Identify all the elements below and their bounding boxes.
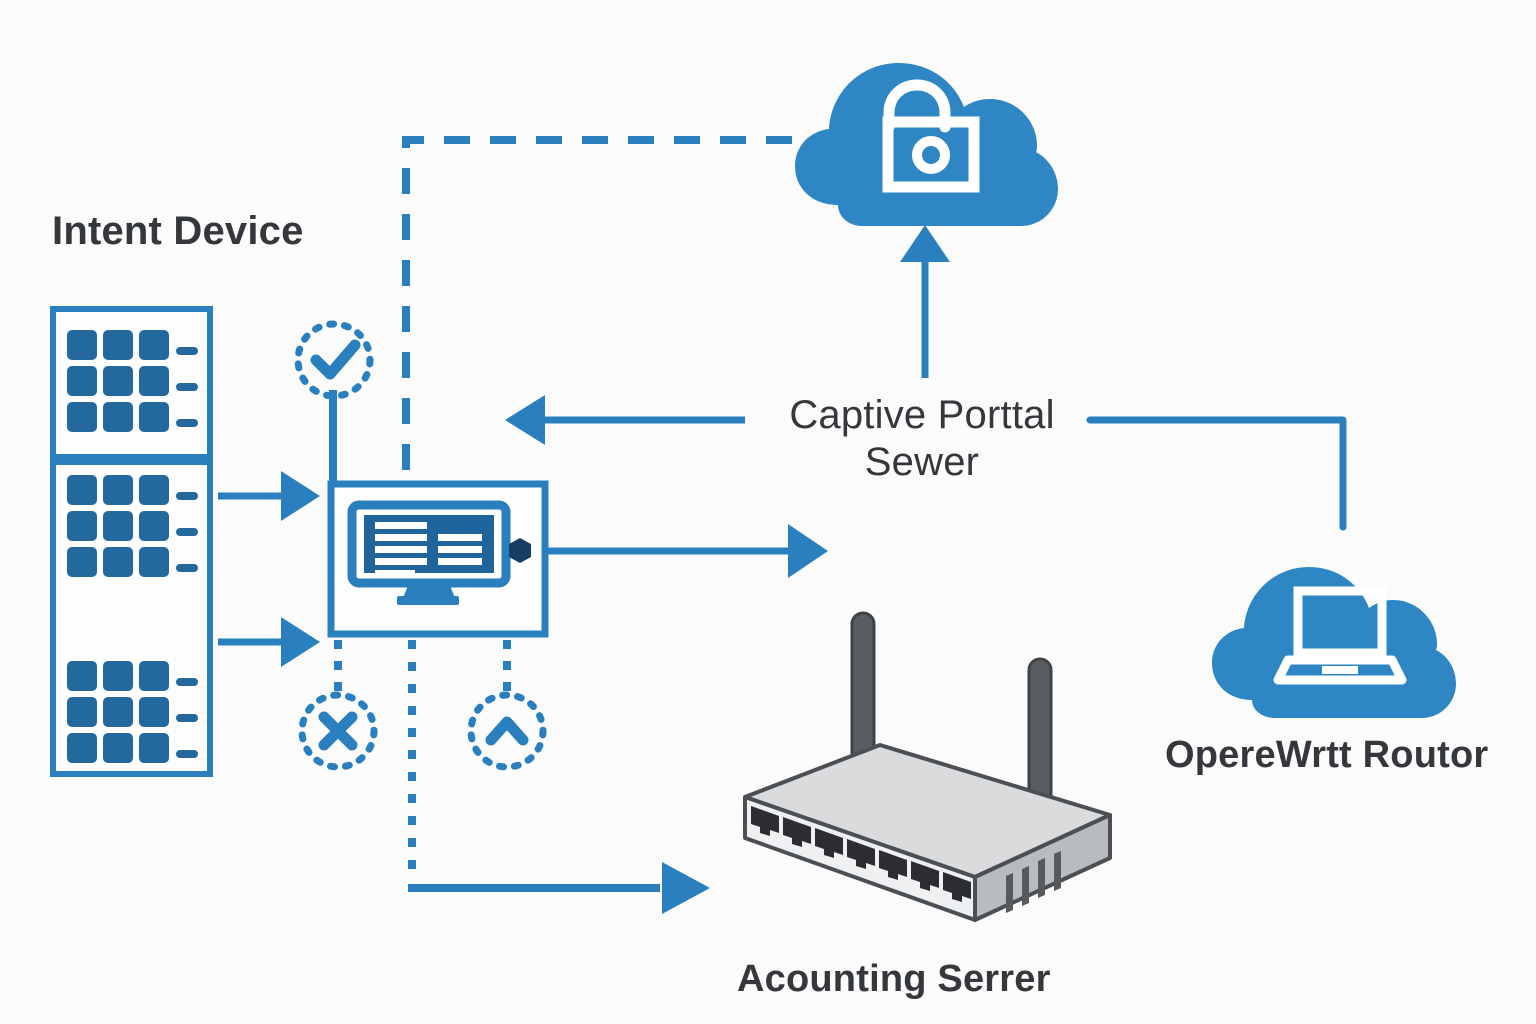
label-intent-device: Intent Device — [52, 209, 304, 253]
chevron-up-circle-icon[interactable] — [467, 691, 547, 771]
server-rack-icon[interactable] — [50, 306, 213, 777]
rack-panel-3 — [67, 661, 198, 763]
cloud-laptop-icon[interactable] — [1212, 567, 1456, 718]
label-captive-portal-line1: Captive Porttal — [789, 393, 1055, 437]
port-hexagon-node — [509, 538, 531, 563]
check-circle-icon[interactable] — [294, 320, 374, 400]
connector-controller-to-accounting-bottom — [408, 640, 710, 914]
cloud-lock-icon[interactable] — [795, 63, 1058, 226]
label-accounting-server: Acounting Serrer — [737, 958, 1051, 1000]
connector-portal-to-controller — [505, 395, 745, 445]
connector-rack-to-controller-upper — [218, 471, 320, 521]
rack-panel-2 — [67, 475, 198, 577]
connector-rack-to-controller-lower — [218, 617, 320, 667]
label-captive-portal-line2: Sewer — [864, 440, 980, 485]
connector-controller-to-secure-cloud — [402, 136, 800, 470]
router-ethernet-ports — [751, 806, 971, 902]
connector-controller-to-accounting-right — [510, 524, 828, 578]
wireless-router-icon[interactable] — [743, 611, 1112, 922]
router-vents — [1006, 851, 1061, 913]
rack-panel-1 — [67, 330, 198, 432]
connector-portal-to-secure-cloud — [900, 225, 950, 378]
cross-circle-icon[interactable] — [298, 691, 378, 771]
label-openwrt-router: OpereWrtt Routor — [1165, 734, 1489, 776]
connector-portal-to-openwrt-cloud — [1086, 416, 1347, 531]
desktop-monitor-icon[interactable] — [327, 480, 549, 638]
